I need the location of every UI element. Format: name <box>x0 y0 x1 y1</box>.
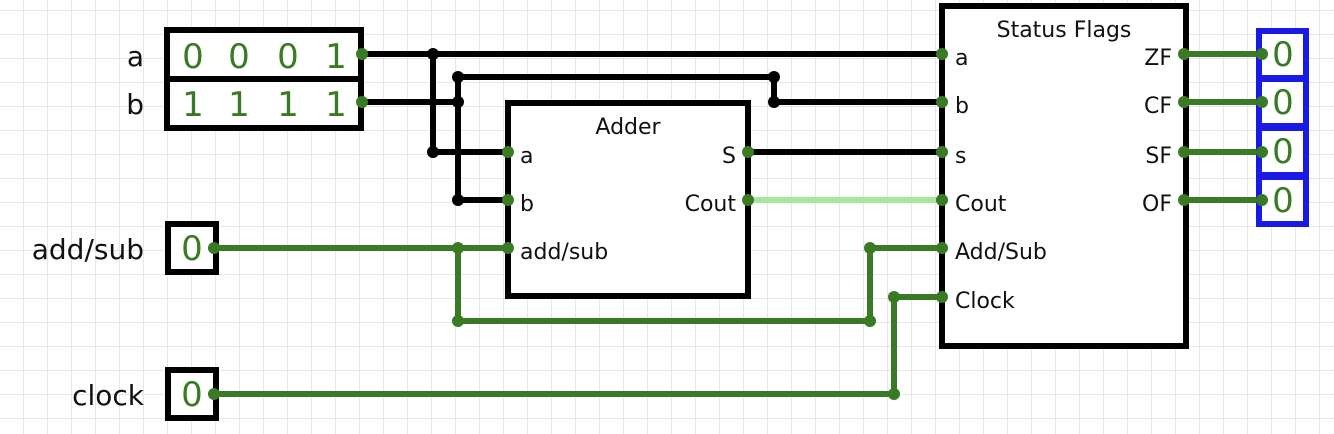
input-clock-label: clock <box>72 379 145 412</box>
wire-bus-b-to-status[interactable] <box>455 74 945 105</box>
input-clock[interactable]: clock 0 <box>72 367 219 421</box>
junction-dot <box>427 146 439 158</box>
input-b-label: b <box>126 88 144 121</box>
input-clock-value[interactable]: 0 <box>181 375 203 415</box>
input-b-bit-3[interactable]: 1 <box>182 85 204 125</box>
status-pin-b[interactable] <box>936 96 948 108</box>
status-port-addsub: Add/Sub <box>955 240 1047 265</box>
status-pin-s[interactable] <box>936 146 948 158</box>
input-a-bit-2[interactable]: 0 <box>228 37 250 77</box>
status-pin-sf[interactable] <box>1178 146 1190 158</box>
output-sf-pin[interactable] <box>1256 146 1268 158</box>
status-pin-clock[interactable] <box>936 291 948 303</box>
input-b[interactable]: b 1 1 1 1 <box>126 76 364 131</box>
pin-addsub-out[interactable] <box>208 242 220 254</box>
status-port-sf: SF <box>1145 144 1172 169</box>
adder-pin-a[interactable] <box>502 146 514 158</box>
junction-dot <box>888 388 900 400</box>
junctions <box>427 48 900 400</box>
adder-title: Adder <box>595 115 661 140</box>
output-cf-value: 0 <box>1272 83 1294 123</box>
status-port-b: b <box>955 94 969 119</box>
junction-dot <box>452 96 464 108</box>
adder-component[interactable]: Adder a b add/sub S Cout <box>505 100 751 299</box>
pin-b-out[interactable] <box>356 96 368 108</box>
wires <box>209 51 1265 397</box>
junction-dot <box>452 242 464 254</box>
adder-port-b: b <box>520 192 534 217</box>
output-zf-pin[interactable] <box>1256 48 1268 60</box>
junction-dot <box>452 315 464 327</box>
status-pin-a[interactable] <box>936 48 948 60</box>
adder-port-cout: Cout <box>685 192 737 217</box>
adder-port-s: S <box>722 144 736 169</box>
adder-pin-addsub[interactable] <box>502 242 514 254</box>
status-port-cout: Cout <box>955 192 1007 217</box>
adder-pin-cout[interactable] <box>742 194 754 206</box>
adder-port-a: a <box>520 144 533 169</box>
output-of-value: 0 <box>1272 181 1294 221</box>
pin-a-out[interactable] <box>356 48 368 60</box>
adder-pin-s[interactable] <box>742 146 754 158</box>
output-sf-value: 0 <box>1272 132 1294 172</box>
output-zf-value: 0 <box>1272 35 1294 75</box>
status-pin-of[interactable] <box>1178 194 1190 206</box>
status-port-of: OF <box>1142 192 1172 217</box>
status-pin-cf[interactable] <box>1178 96 1190 108</box>
junction-dot <box>768 71 780 83</box>
status-pin-zf[interactable] <box>1178 48 1190 60</box>
input-addsub[interactable]: add/sub 0 <box>32 221 219 275</box>
output-cf-pin[interactable] <box>1256 96 1268 108</box>
junction-dot <box>452 194 464 206</box>
wire-clock[interactable] <box>209 294 945 397</box>
output-of-pin[interactable] <box>1256 194 1268 206</box>
input-b-bit-2[interactable]: 1 <box>228 85 250 125</box>
pin-clock-out[interactable] <box>208 388 220 400</box>
input-a-label: a <box>127 40 144 73</box>
junction-dot <box>768 96 780 108</box>
status-flags-component[interactable]: Status Flags a b s Cout Add/Sub Clock ZF… <box>939 3 1189 349</box>
input-b-bit-1[interactable]: 1 <box>277 85 299 125</box>
input-a-bit-3[interactable]: 0 <box>182 37 204 77</box>
input-a-bit-0[interactable]: 1 <box>325 37 347 77</box>
junction-dot <box>864 242 876 254</box>
adder-port-addsub: add/sub <box>520 240 608 265</box>
junction-dot <box>427 48 439 60</box>
status-port-zf: ZF <box>1144 46 1172 71</box>
wire-bus-b-to-adder[interactable] <box>357 99 511 203</box>
status-port-clock: Clock <box>955 289 1015 314</box>
status-pin-cout[interactable] <box>936 194 948 206</box>
junction-dot <box>888 291 900 303</box>
output-cf[interactable]: 0 <box>1256 76 1309 129</box>
status-flags-title: Status Flags <box>997 18 1132 43</box>
input-a[interactable]: a 0 0 0 1 <box>127 27 364 82</box>
status-pin-addsub[interactable] <box>936 242 948 254</box>
input-addsub-value[interactable]: 0 <box>181 229 203 269</box>
input-b-bit-0[interactable]: 1 <box>325 85 347 125</box>
input-addsub-label: add/sub <box>32 233 144 266</box>
status-port-s: s <box>955 144 966 169</box>
status-port-cf: CF <box>1144 94 1172 119</box>
input-a-bit-1[interactable]: 0 <box>277 37 299 77</box>
junction-dot <box>864 315 876 327</box>
status-port-a: a <box>955 46 968 71</box>
adder-pin-b[interactable] <box>502 194 514 206</box>
junction-dot <box>452 71 464 83</box>
